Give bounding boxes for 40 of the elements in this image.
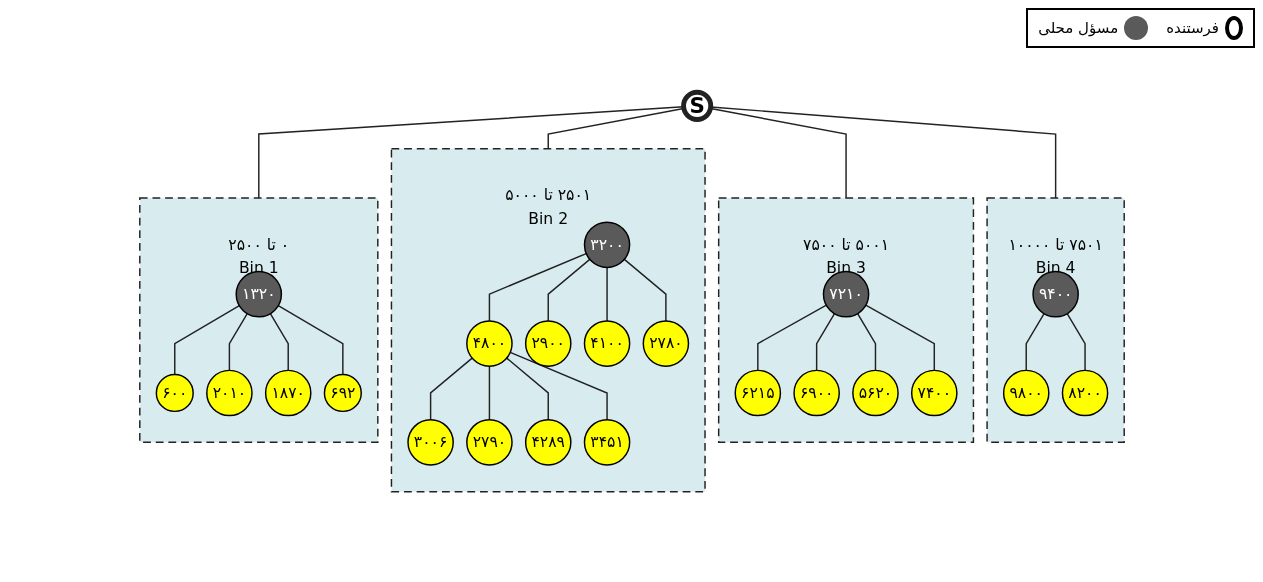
connector: [1065, 313, 1086, 372]
connector: [173, 305, 240, 376]
node-circle: ۷۴۰۰: [910, 369, 958, 417]
connector: [505, 357, 549, 421]
connector: [856, 313, 876, 372]
node-circle: ۳۰۰۶: [406, 419, 454, 466]
node-circle: ۲۷۸۰: [642, 320, 689, 368]
connector: [623, 258, 667, 322]
node-circle: ۳۲۰۰: [583, 221, 630, 269]
node-circle: ۲۷۹۰: [465, 419, 513, 466]
node-circle: ۶۹۲: [323, 374, 362, 413]
node-circle: ۳۴۵۱: [583, 419, 630, 466]
connector: [488, 253, 587, 322]
connector: [228, 313, 248, 372]
node-circle: ۴۲۸۹: [524, 419, 572, 466]
node-circle: ۸۲۰۰: [1061, 369, 1108, 417]
legend-text: مسؤل محلی: [1038, 19, 1119, 37]
node-circle: ۴۱۰۰: [583, 320, 630, 368]
connector: [1025, 313, 1045, 372]
connector: [547, 258, 590, 322]
node-circle: ۶۲۱۵: [734, 369, 781, 417]
connector: [605, 266, 608, 322]
node-circle: ۶۰۰: [155, 374, 194, 413]
node-circle: ۶۹۰۰: [792, 369, 840, 417]
node-circle: ۱۸۷۰: [264, 369, 312, 417]
connector: [864, 304, 935, 372]
connector: [269, 313, 289, 372]
node-circle: ۲۹۰۰: [524, 320, 572, 368]
connector: [488, 365, 490, 421]
node-circle: ۵۶۲۰: [851, 369, 899, 417]
node-circle: ۴۸۰۰: [465, 320, 513, 368]
node-circle: S: [680, 90, 713, 123]
connector: [756, 304, 827, 372]
connector: [509, 351, 608, 421]
connector: [815, 313, 835, 372]
node-circle: ۹۸۰۰: [1002, 369, 1050, 417]
connector: [429, 357, 473, 421]
legend-text: فرستنده: [1166, 19, 1219, 37]
node-circle: ۲۰۱۰: [205, 369, 253, 417]
connector: [277, 305, 344, 376]
